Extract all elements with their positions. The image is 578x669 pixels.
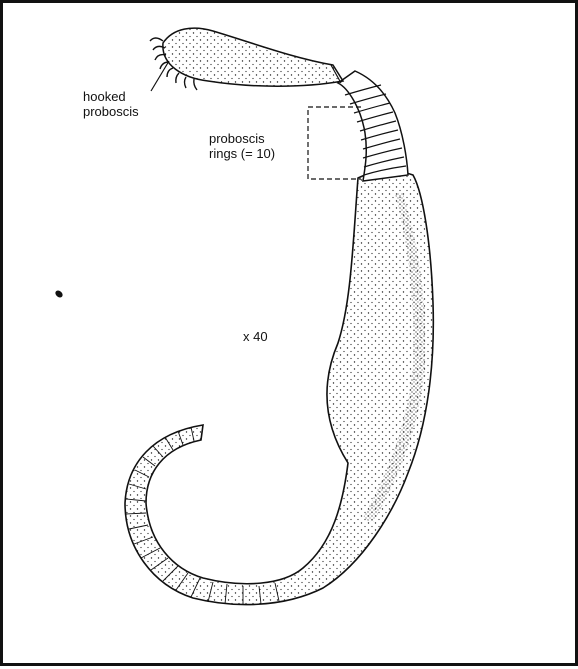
- label-proboscis-rings: proboscis rings (= 10): [209, 131, 275, 161]
- label-rings-line2: rings (= 10): [209, 146, 275, 161]
- worm-body: [125, 171, 433, 604]
- rings-bracket: [308, 107, 361, 179]
- label-magnification: x 40: [243, 329, 268, 344]
- proboscis-head: [163, 28, 343, 86]
- label-hooked-line2: proboscis: [83, 104, 139, 119]
- label-rings-line1: proboscis: [209, 131, 275, 146]
- label-hooked-proboscis: hooked proboscis: [83, 89, 139, 119]
- label-hooked-line1: hooked: [83, 89, 139, 104]
- ink-mark: [54, 289, 64, 299]
- hooked-leader-line: [151, 61, 169, 91]
